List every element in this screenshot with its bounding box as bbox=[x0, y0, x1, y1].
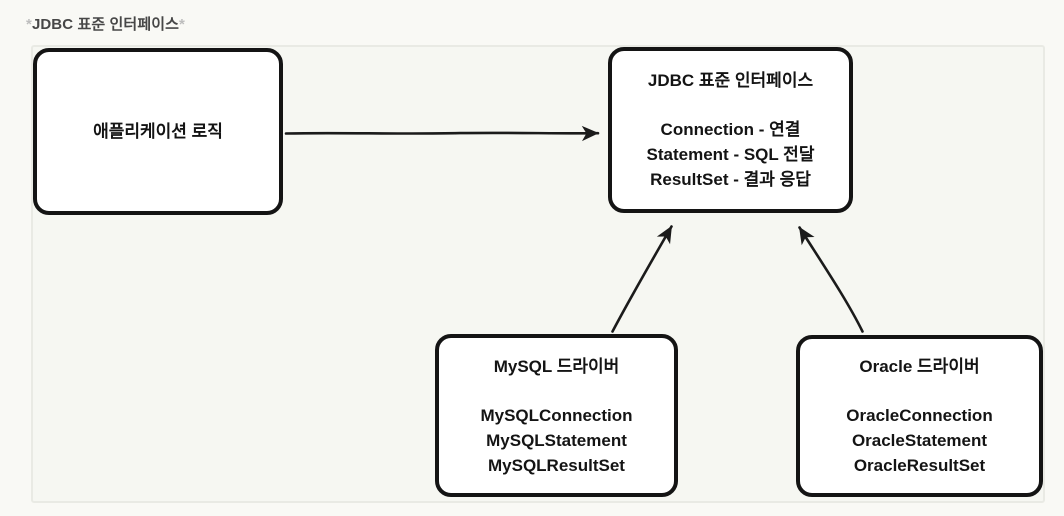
box-jdbc-standard-interface: JDBC 표준 인터페이스 Connection - 연결 Statement … bbox=[608, 47, 853, 213]
box-title: Oracle 드라이버 bbox=[859, 357, 980, 376]
box-mysql-driver: MySQL 드라이버 MySQLConnection MySQLStatemen… bbox=[435, 334, 678, 497]
box-line-resultset: ResultSet - 결과 응답 bbox=[650, 170, 811, 189]
box-line-oracle-statement: OracleStatement bbox=[851, 431, 988, 450]
box-line-oracle-connection: OracleConnection bbox=[846, 406, 993, 425]
box-line-mysql-resultset: MySQLResultSet bbox=[488, 455, 625, 475]
page-title: *JDBC 표준 인터페이스* bbox=[26, 13, 185, 34]
box-line-mysql-statement: MySQLStatement bbox=[486, 430, 627, 450]
box-title: MySQL 드라이버 bbox=[493, 356, 620, 376]
box-line-statement: Statement - SQL 전달 bbox=[646, 145, 815, 164]
title-text: JDBC 표준 인터페이스 bbox=[31, 16, 180, 33]
title-close-asterisk: * bbox=[179, 16, 185, 33]
box-line-oracle-resultset: OracleResultSet bbox=[853, 456, 986, 475]
box-application-logic: 애플리케이션 로직 bbox=[33, 48, 283, 215]
title-open-asterisk: * bbox=[26, 16, 32, 33]
box-title: 애플리케이션 로직 bbox=[93, 122, 223, 141]
box-line-connection: Connection - 연결 bbox=[660, 120, 801, 139]
box-title: JDBC 표준 인터페이스 bbox=[647, 71, 814, 90]
box-oracle-driver: Oracle 드라이버 OracleConnection OracleState… bbox=[796, 335, 1043, 497]
box-line-mysql-connection: MySQLConnection bbox=[480, 405, 633, 425]
